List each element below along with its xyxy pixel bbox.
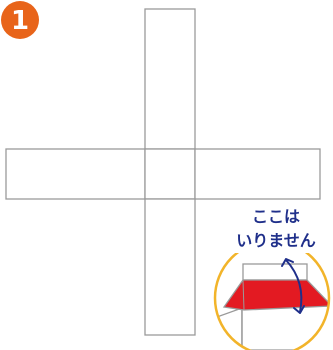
callout-line1: ここは (252, 207, 300, 226)
step-badge: 1 (1, 1, 39, 39)
callout-line2: いりません (236, 231, 316, 250)
callout: ここは いりません (213, 201, 331, 350)
net-panel-right (194, 148, 321, 200)
net-panel-bottom (144, 198, 196, 336)
callout-label-bg (226, 201, 330, 253)
step-badge-circle (1, 1, 39, 39)
net-panel-left (5, 148, 146, 200)
cross-net (5, 8, 321, 336)
carton-right-wall (241, 305, 329, 350)
double-arrow-icon (281, 258, 305, 314)
net-panel-center (144, 148, 196, 200)
net-panel-top (144, 8, 196, 150)
step-number: 1 (11, 6, 29, 36)
carton-gable-fold (242, 279, 245, 311)
carton-red-gable (222, 279, 329, 311)
